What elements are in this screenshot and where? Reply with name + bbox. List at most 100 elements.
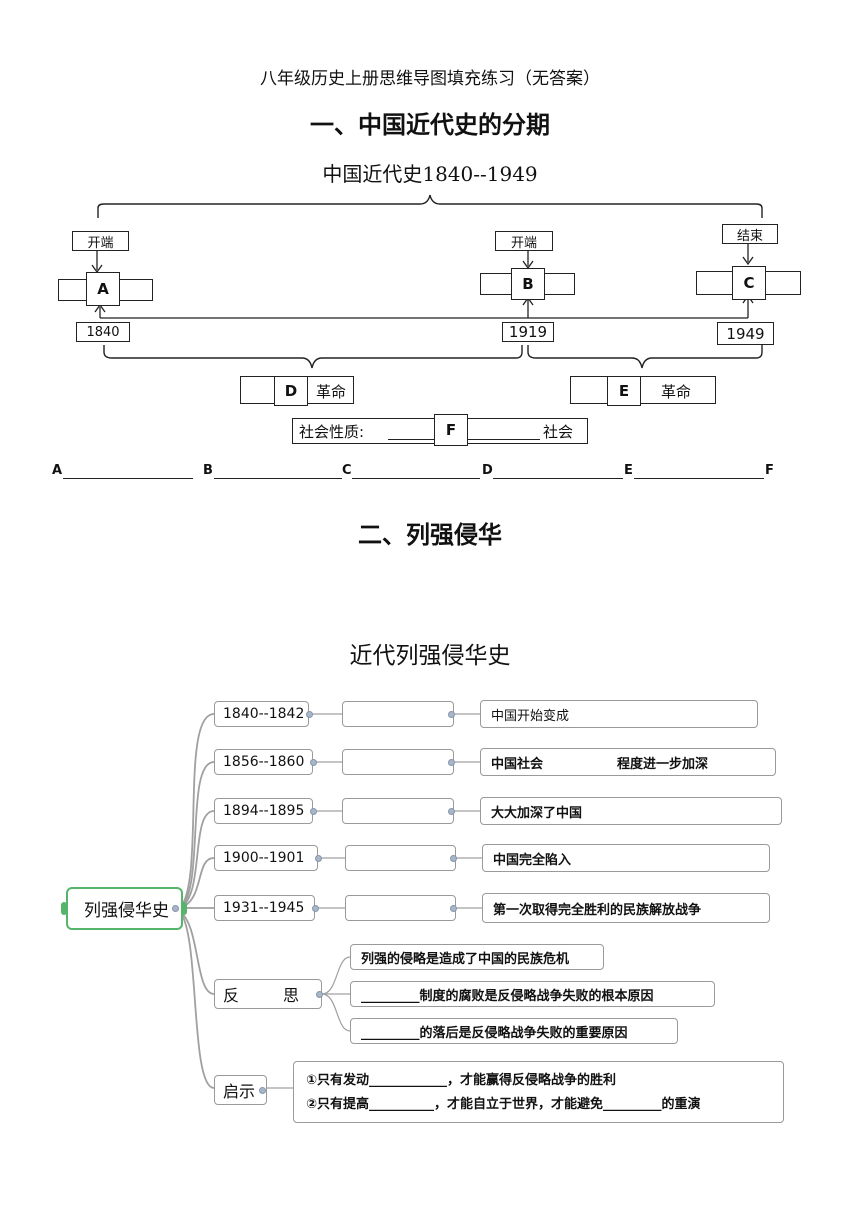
insight-node[interactable]: 启示 — [214, 1075, 267, 1105]
result-node-2[interactable]: 中国社会 程度进一步加深 — [480, 748, 776, 776]
root-node[interactable]: 列强侵华史 — [66, 887, 183, 930]
answer-a-label: A — [52, 463, 63, 478]
start-label-2: 开端 — [510, 235, 537, 251]
event-2-collapse-icon[interactable] — [448, 759, 455, 766]
revolution-e-text: 革命 — [661, 383, 692, 401]
year-1840: 1840 — [86, 324, 120, 340]
period-node-4[interactable]: 1900--1901 — [214, 845, 318, 871]
root-label: 列强侵华史 — [84, 901, 169, 921]
event-blank-4[interactable] — [345, 845, 456, 871]
revolution-d-box: D — [274, 376, 308, 406]
root-left-handle — [61, 902, 67, 915]
event-5-collapse-icon[interactable] — [450, 905, 457, 912]
reflection-label-1: 反 — [223, 986, 240, 1005]
answer-e-blank[interactable] — [634, 478, 764, 479]
event-c-letter: C — [743, 274, 755, 292]
reflection-node[interactable]: 反 思 — [214, 979, 322, 1009]
event-box-b: B — [511, 268, 545, 300]
society-f-letter: F — [445, 421, 457, 439]
start-label: 开端 — [87, 235, 114, 251]
year-1919: 1919 — [508, 323, 548, 341]
period-node-5[interactable]: 1931--1945 — [214, 895, 315, 921]
revolution-e-frame — [570, 376, 716, 404]
period-5-collapse-icon[interactable] — [312, 905, 319, 912]
reflection-label-2: 思 — [283, 986, 300, 1005]
period-3-collapse-icon[interactable] — [310, 808, 317, 815]
year-1949-box: 1949 — [717, 322, 774, 345]
event-box-a: A — [86, 272, 120, 306]
event-box-c: C — [732, 266, 766, 300]
answer-f-label: F — [765, 463, 774, 478]
reflection-collapse-icon[interactable] — [316, 991, 323, 998]
event-1-collapse-icon[interactable] — [448, 711, 455, 718]
result-2-text: 中国社会 — [491, 756, 544, 772]
mindmap-title: 近代列强侵华史 — [349, 643, 511, 669]
insight-line-1: ①只有发动____________，才能赢得反侵略战争的胜利 — [306, 1073, 617, 1088]
event-blank-2[interactable] — [342, 749, 454, 775]
start-label-box-2: 开端 — [495, 231, 553, 251]
reflection-item-2-text: _________制度的腐败是反侵略战争失败的根本原因 — [361, 988, 654, 1004]
answer-b-label: B — [203, 463, 213, 478]
reflection-item-2[interactable]: _________制度的腐败是反侵略战争失败的根本原因 — [350, 981, 715, 1007]
society-blank-2 — [468, 439, 540, 440]
period-2-label: 1856--1860 — [223, 754, 305, 770]
society-prefix: 社会性质: — [299, 423, 365, 441]
answer-e-label: E — [624, 463, 633, 478]
event-3-collapse-icon[interactable] — [448, 808, 455, 815]
answer-d-blank[interactable] — [493, 478, 623, 479]
reflection-item-3-text: _________的落后是反侵略战争失败的重要原因 — [361, 1025, 628, 1041]
society-blank-1 — [388, 439, 434, 440]
result-node-4[interactable]: 中国完全陷入 — [482, 844, 770, 872]
answer-d-label: D — [482, 463, 493, 478]
period-4-collapse-icon[interactable] — [315, 855, 322, 862]
period-header: 中国近代史1840--1949 — [322, 162, 538, 186]
answer-c-blank[interactable] — [352, 478, 480, 479]
event-blank-1[interactable] — [342, 701, 454, 727]
year-1840-box: 1840 — [76, 322, 130, 342]
event-4-collapse-icon[interactable] — [450, 855, 457, 862]
society-box-f: F — [434, 414, 468, 446]
period-1-label: 1840--1842 — [223, 706, 305, 722]
insight-content-box[interactable]: ①只有发动____________，才能赢得反侵略战争的胜利 ②只有提高____… — [293, 1061, 784, 1123]
insight-collapse-icon[interactable] — [259, 1087, 266, 1094]
result-node-3[interactable]: 大大加深了中国 — [480, 797, 782, 825]
period-node-1[interactable]: 1840--1842 — [214, 701, 309, 727]
reflection-item-1-text: 列强的侵略是造成了中国的民族危机 — [361, 951, 570, 967]
diagram1-lines — [91, 194, 763, 369]
end-label: 结束 — [736, 228, 763, 244]
period-2-collapse-icon[interactable] — [310, 759, 317, 766]
section-1-heading: 一、中国近代史的分期 — [310, 111, 550, 139]
period-node-3[interactable]: 1894--1895 — [214, 798, 313, 824]
event-b-letter: B — [522, 275, 534, 293]
period-4-label: 1900--1901 — [223, 850, 305, 866]
root-collapse-icon[interactable] — [172, 905, 179, 912]
result-1-text: 中国开始变成 — [491, 708, 570, 724]
period-1-collapse-icon[interactable] — [306, 711, 313, 718]
start-label-box: 开端 — [72, 231, 129, 251]
period-node-2[interactable]: 1856--1860 — [214, 749, 313, 775]
revolution-d-text: 革命 — [316, 383, 347, 401]
result-2-tail: 程度进一步加深 — [617, 756, 709, 772]
result-node-1[interactable]: 中国开始变成 — [480, 700, 758, 728]
revolution-d-letter: D — [284, 382, 298, 400]
event-a-letter: A — [97, 280, 109, 298]
event-blank-5[interactable] — [345, 895, 456, 921]
result-5-text: 第一次取得完全胜利的民族解放战争 — [493, 902, 702, 918]
answer-a-blank[interactable] — [63, 478, 193, 479]
answer-c-label: C — [342, 463, 352, 478]
reflection-item-3[interactable]: _________的落后是反侵略战争失败的重要原因 — [350, 1018, 678, 1044]
event-blank-3[interactable] — [342, 798, 454, 824]
doc-title: 八年级历史上册思维导图填充练习（无答案） — [260, 69, 600, 89]
reflection-item-1[interactable]: 列强的侵略是造成了中国的民族危机 — [350, 944, 604, 970]
revolution-e-box: E — [607, 376, 641, 406]
result-node-5[interactable]: 第一次取得完全胜利的民族解放战争 — [482, 893, 770, 923]
period-3-label: 1894--1895 — [223, 803, 305, 819]
section-2-heading: 二、列强侵华 — [358, 521, 502, 549]
end-label-box: 结束 — [722, 224, 778, 244]
society-suffix: 社会 — [543, 423, 574, 441]
revolution-e-letter: E — [618, 382, 630, 400]
result-4-text: 中国完全陷入 — [493, 852, 572, 868]
answer-b-blank[interactable] — [214, 478, 342, 479]
period-5-label: 1931--1945 — [223, 900, 305, 916]
